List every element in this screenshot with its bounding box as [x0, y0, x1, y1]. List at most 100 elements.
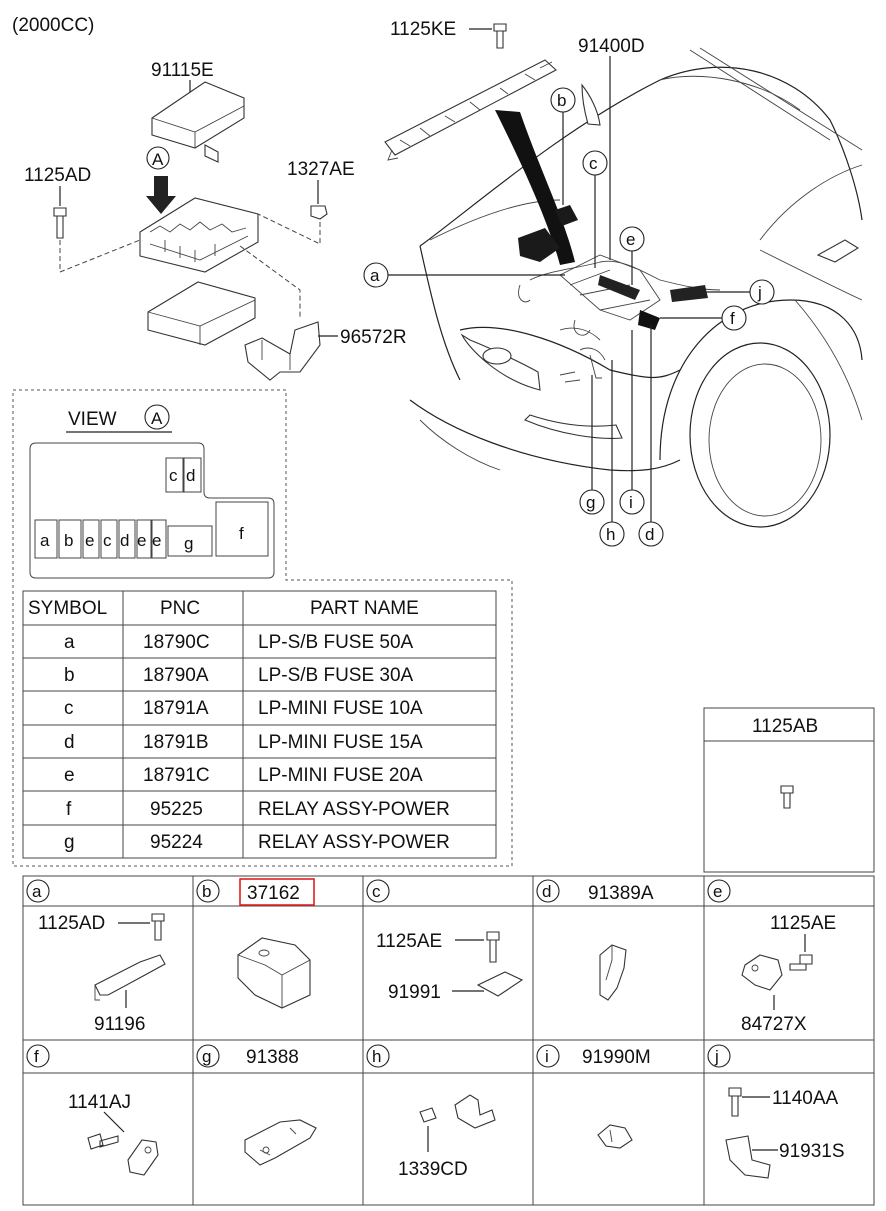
callout-c-text: c	[589, 154, 598, 173]
table-cell-name: LP-MINI FUSE 10A	[258, 698, 423, 719]
label-91400D: 91400D	[578, 36, 645, 57]
view-slot-e3: e	[152, 531, 161, 550]
harness-rail: 1125KE	[384, 19, 557, 161]
bolt-icon	[87, 1133, 119, 1150]
table-cell-name: LP-S/B FUSE 30A	[258, 665, 414, 686]
callout-f-text: f	[730, 309, 735, 328]
cell-a-part-1: 1125AD	[38, 913, 105, 934]
view-marker-A	[146, 146, 170, 170]
callout-d-text: d	[645, 525, 654, 544]
callout-j	[749, 279, 775, 305]
view-marker-letter: A	[152, 150, 164, 169]
cell-g-letter: g	[202, 1047, 211, 1066]
cell-d-title: 91389A	[588, 883, 654, 904]
table-cell-pnc: 95225	[150, 799, 203, 820]
cell-a-letter: a	[32, 882, 42, 901]
view-a-panel: VIEW A c d a b e c d e e g f	[12, 389, 513, 867]
callout-a-text: a	[370, 266, 380, 285]
cell-h-letter: h	[372, 1047, 381, 1066]
table-cell-name: LP-MINI FUSE 15A	[258, 732, 423, 753]
callout-b	[550, 87, 576, 113]
callout-i-text: i	[629, 493, 633, 512]
cell-b-title: 37162	[247, 883, 300, 904]
cell-i-title: 91990M	[582, 1047, 651, 1068]
bolt-icon	[53, 207, 67, 239]
cell-c-letter: c	[372, 882, 381, 901]
table-cell-name: LP-S/B FUSE 50A	[258, 632, 414, 653]
bolt-icon	[486, 931, 500, 963]
view-slot-d-top: d	[186, 466, 195, 485]
cell-c-part-2: 91991	[388, 982, 441, 1003]
cell-f-letter: f	[34, 1047, 39, 1066]
cell-f-part-1: 1141AJ	[68, 1092, 131, 1113]
bolt-icon	[493, 23, 507, 49]
view-slot-c: c	[103, 531, 112, 550]
table-cell-pnc: 95224	[150, 832, 203, 853]
bolt-icon	[728, 1087, 742, 1117]
callout-b-text: b	[557, 91, 566, 110]
view-slot-e2: e	[137, 531, 146, 550]
cell-j-part-2: 91931S	[779, 1141, 845, 1162]
fuse-box-assembly: 91115E A 1125AD 1327AE 9	[24, 60, 407, 381]
callout-d	[638, 521, 664, 547]
table-header-part-name: PART NAME	[310, 598, 419, 619]
label-96572R: 96572R	[340, 327, 407, 348]
table-cell-pnc: 18790C	[143, 632, 210, 653]
box-1125AB-title: 1125AB	[752, 716, 818, 737]
bolt-icon	[789, 954, 813, 971]
table-cell-symbol: a	[64, 632, 75, 653]
wiring-harness	[495, 110, 721, 383]
callout-c	[582, 150, 608, 176]
cell-j-letter: j	[714, 1047, 719, 1066]
cell-a-part-2: 91196	[94, 1014, 145, 1035]
callout-g-text: g	[586, 493, 595, 512]
detail-grid: a b c d e 37162 91389A 1125AD 91196 1125…	[22, 875, 875, 1206]
view-slot-g: g	[184, 534, 193, 553]
highlight-box	[239, 878, 315, 906]
table-cell-pnc: 18790A	[143, 665, 209, 686]
cell-e-letter: e	[713, 882, 722, 901]
table-cell-symbol: c	[64, 698, 74, 719]
cell-j-part-1: 1140AA	[772, 1088, 839, 1109]
view-slot-d: d	[120, 531, 129, 550]
cell-h-part-1: 1339CD	[398, 1159, 468, 1180]
view-slot-e1: e	[85, 531, 94, 550]
cell-e-part-2: 84727X	[741, 1014, 807, 1035]
bolt-icon	[151, 913, 165, 941]
callout-f	[721, 305, 747, 331]
callout-h-text: h	[606, 525, 615, 544]
label-1327AE: 1327AE	[287, 159, 355, 180]
bolt-icon	[780, 785, 794, 809]
table-header-symbol: SYMBOL	[28, 598, 107, 619]
harness-callouts: a b c e j f g h i d	[363, 87, 775, 547]
table-cell-pnc: 18791B	[143, 732, 209, 753]
callout-h	[599, 521, 625, 547]
cell-e-part-1: 1125AE	[770, 913, 836, 934]
callout-j-text: j	[757, 283, 762, 302]
nut-icon	[310, 205, 328, 220]
cell-d-letter: d	[542, 882, 551, 901]
table-cell-name: RELAY ASSY-POWER	[258, 799, 450, 820]
engine-note: (2000CC)	[12, 15, 94, 36]
table-cell-name: LP-MINI FUSE 20A	[258, 765, 423, 786]
cell-g-title: 91388	[246, 1047, 299, 1068]
table-cell-symbol: f	[66, 799, 72, 820]
box-1125AB: 1125AB	[703, 707, 875, 873]
view-slot-a: a	[40, 531, 50, 550]
cell-i-letter: i	[545, 1047, 549, 1066]
label-1125KE: 1125KE	[390, 19, 456, 40]
cell-b-letter: b	[202, 882, 211, 901]
table-cell-pnc: 18791C	[143, 765, 210, 786]
callout-a	[363, 262, 389, 288]
view-title: VIEW	[68, 409, 117, 430]
table-cell-symbol: e	[64, 765, 75, 786]
callout-i	[619, 489, 645, 515]
symbol-table: SYMBOL PNC PART NAME a 18790C LP-S/B FUS…	[22, 590, 497, 859]
view-slot-f: f	[239, 524, 244, 543]
view-slot-b: b	[64, 531, 73, 550]
table-cell-symbol: b	[64, 665, 75, 686]
table-cell-symbol: g	[64, 832, 75, 853]
callout-e	[619, 226, 645, 252]
label-91115E: 91115E	[151, 60, 214, 81]
